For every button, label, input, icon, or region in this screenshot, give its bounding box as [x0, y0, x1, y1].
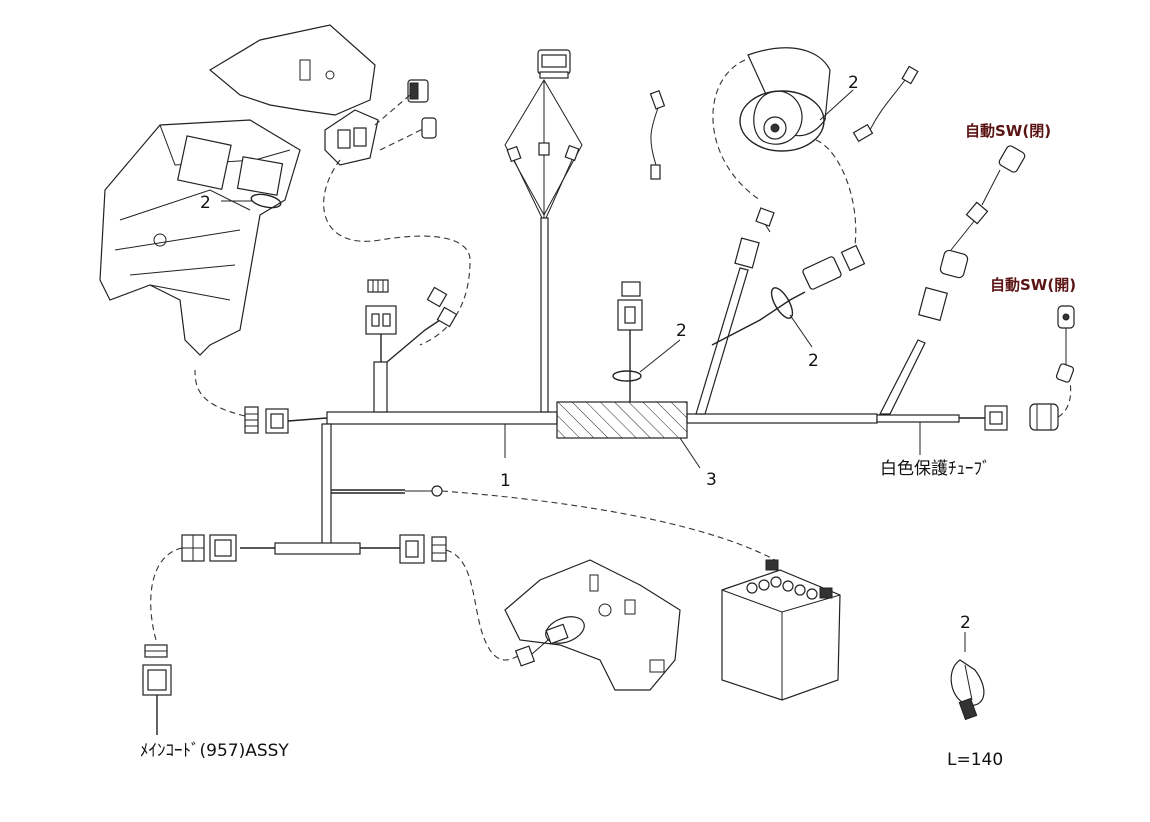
callout-tube: 3	[706, 470, 717, 490]
cable-band-detail	[950, 632, 985, 721]
callout-band-frame: 2	[200, 193, 211, 213]
lower-branch-connectors	[399, 534, 521, 661]
auto-switch-branch	[879, 145, 1075, 415]
rocker-switch-branch	[504, 49, 583, 413]
horn-assembly	[712, 47, 919, 246]
callout-band-horn: 2	[848, 73, 859, 93]
label-white-tube: 白色保護ﾁｭｰﾌﾞ	[880, 459, 991, 479]
main-harness	[240, 411, 960, 555]
switch-bracket	[208, 24, 471, 346]
callout-band-detail: 2	[960, 613, 971, 633]
battery	[441, 490, 841, 701]
center-connector-branch	[612, 281, 643, 402]
branch-upper-left	[365, 279, 458, 413]
left-connector	[194, 369, 328, 434]
label-auto-sw-closed: 自動SW(閉)	[965, 122, 1051, 140]
right-end-connector	[959, 381, 1072, 431]
callout-band-branch: 2	[808, 351, 819, 371]
small-sensor-branch	[649, 90, 666, 180]
protective-tube	[556, 401, 688, 439]
label-main-cord: ﾒｲﾝｺｰﾄﾞ(957)ASSY	[140, 741, 289, 761]
callout-harness: 1	[500, 471, 511, 491]
callout-leaders	[222, 89, 921, 469]
main-cord-connectors	[142, 534, 237, 735]
label-band-length: L=140	[947, 750, 1003, 770]
horn-branch	[695, 237, 866, 415]
callout-band-center: 2	[676, 321, 687, 341]
motor-bracket	[504, 559, 681, 691]
frame-assembly	[99, 119, 301, 356]
label-auto-sw-open: 自動SW(開)	[990, 276, 1076, 294]
